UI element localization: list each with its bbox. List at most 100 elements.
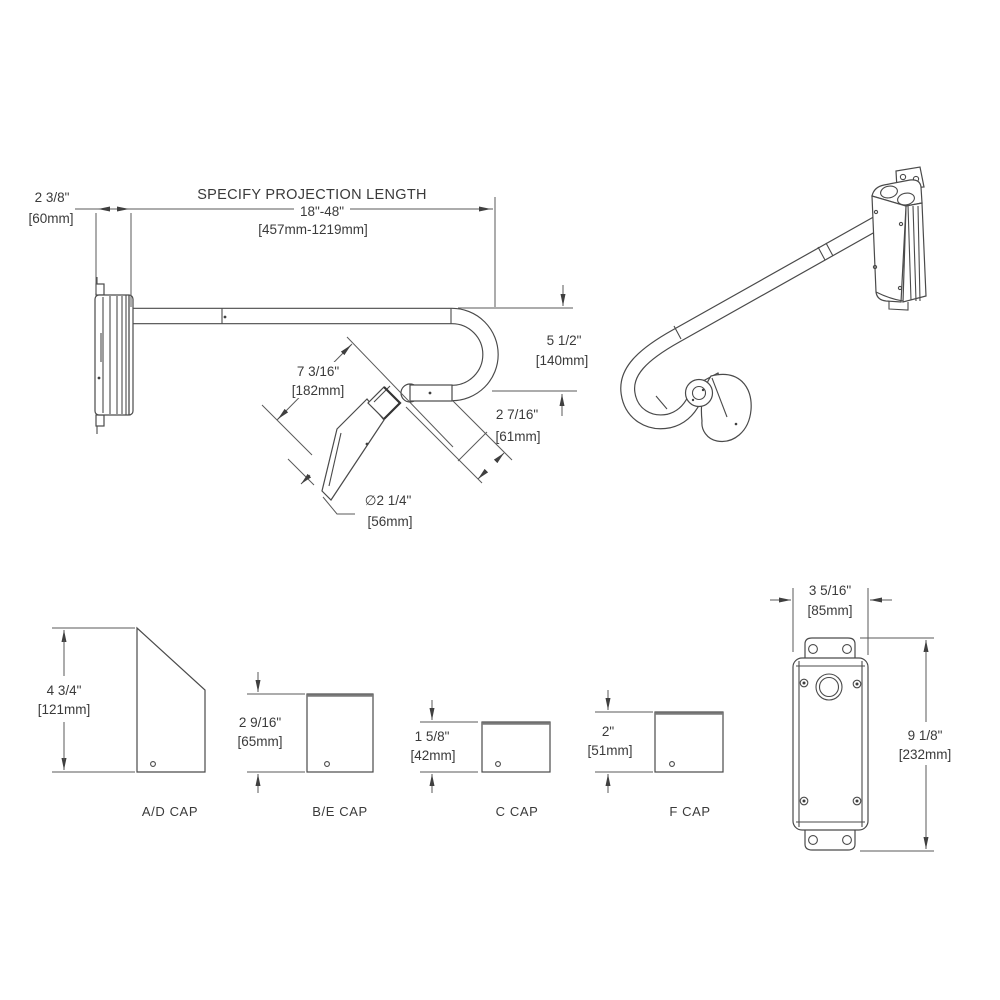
tab-hole [808,835,818,845]
knuckle-hub [691,385,707,401]
cap-f-size-mm: [51mm] [587,743,632,758]
tab-hole [842,835,852,845]
leader-line [457,431,488,462]
cap-f-size-in: 2" [602,724,615,739]
plate-body [94,294,134,416]
dim-head-width-mm: [61mm] [495,429,540,444]
backplate-front-view: 3 5/16" [85mm] [770,583,960,852]
pipe-joint-tick [817,246,826,261]
dim-plate-depth-mm: [60mm] [28,211,73,226]
backplate-height-in: 9 1/8" [908,728,943,743]
dim-head-width: 2 7/16" [61mm] [405,399,541,484]
shade [321,398,385,501]
shade [700,373,752,443]
box-screw [897,285,903,291]
leader-line [322,496,355,515]
coupler-screw-dot [428,391,432,395]
cap-ad: 4 3/4" [121mm] A/D CAP [38,626,206,819]
cap-be-size-in: 2 9/16" [239,715,282,730]
main-side-view: 2 3/8" [60mm] SPECIFY PROJECTION LENGTH … [28,187,588,529]
shade-lip-line [328,432,342,487]
cap-be-shape [306,693,374,773]
backplate-height-mm: [232mm] [899,747,952,762]
pipe-joint-tick [825,242,834,257]
cap-c-label: C CAP [496,804,539,819]
pipe-joint-tick [655,395,668,410]
perspective-wall-box [871,166,927,311]
perspective-lamp-head [684,372,752,443]
cap-screw-hole [150,761,156,767]
dim-drop-in: 5 1/2" [547,333,582,348]
projection-label: SPECIFY PROJECTION LENGTH [197,187,427,203]
dim-plate-depth: 2 3/8" [60mm] [28,190,493,307]
dim-head-length: 7 3/16" [182mm] [261,336,454,456]
projection-range-mm: [457mm-1219mm] [258,222,368,237]
dim-projection-length: SPECIFY PROJECTION LENGTH 18"-48" [457mm… [197,187,496,307]
knockout-hole [880,185,898,199]
cap-c-size-in: 1 5/8" [415,729,450,744]
cap-f: 2" [51mm] F CAP [587,690,724,819]
corner-screws [799,678,862,806]
dim-shade-dia-mm: [56mm] [367,514,412,529]
wire-knockout [815,673,843,701]
extension-line [405,406,483,484]
mount-tab-top [95,283,105,296]
dim-head-length-in: 7 3/16" [297,364,340,379]
projection-range-in: 18"-48" [300,204,344,219]
dim-head-length-mm: [182mm] [292,383,345,398]
knockout-hole [897,192,915,206]
backplate-width-in: 3 5/16" [809,583,852,598]
dim-shade-diameter: ∅2 1/4" [56mm] [287,458,413,529]
socket-divider [373,385,391,403]
perspective-view [620,166,927,443]
cap-ad-label: A/D CAP [142,804,198,819]
wall-plate-side [94,277,134,434]
mount-tab-bottom [95,414,105,427]
swivel-knuckle [684,378,714,408]
cap-f-label: F CAP [669,804,710,819]
perspective-pipe [620,212,888,430]
extension-line [261,404,313,456]
cap-ad-shape [136,626,206,773]
cap-c: 1 5/8" [42mm] C CAP [410,700,551,819]
tab-hole [808,644,818,654]
set-screw-dot [223,315,227,319]
plate-screw-dot [97,376,101,380]
cap-screw-hole [669,761,675,767]
cap-c-size-mm: [42mm] [410,748,455,763]
shade-screw-dot [365,442,369,446]
box-screw [898,221,904,227]
tab-hole [899,173,907,181]
cap-screw-hole [495,761,501,767]
mount-tab-bottom [804,830,856,851]
extension-line [346,336,454,448]
extension-line [451,399,513,461]
pipe-joint-tick [673,325,682,340]
cap-profiles: 4 3/4" [121mm] A/D CAP 2 9/16" [65mm] B/… [38,626,724,819]
mount-tab-top [804,637,856,658]
wire-knockout-inner [818,676,840,698]
backplate-width-mm: [85mm] [807,603,852,618]
dim-drop: 5 1/2" [140mm] [458,285,588,416]
dim-shade-dia-in: ∅2 1/4" [365,493,412,508]
dim-plate-depth-in: 2 3/8" [35,190,70,205]
cap-be-label: B/E CAP [312,804,368,819]
cap-screw-hole [324,761,330,767]
cap-c-shape [481,721,551,773]
mount-tab-bottom [888,301,909,311]
box-screw [873,209,879,215]
cap-ad-size-in: 4 3/4" [47,683,82,698]
tab-hole [842,644,852,654]
cap-be: 2 9/16" [65mm] B/E CAP [237,672,374,819]
backplate-body [792,637,869,851]
dim-drop-mm: [140mm] [536,353,589,368]
lamp-head [321,383,453,501]
shade-edge [711,377,728,418]
cap-ad-size-mm: [121mm] [38,702,91,717]
dim-backplate-width: 3 5/16" [85mm] [770,583,892,655]
dim-head-width-in: 2 7/16" [496,407,539,422]
cap-be-size-mm: [65mm] [237,734,282,749]
cap-f-shape [654,711,724,773]
